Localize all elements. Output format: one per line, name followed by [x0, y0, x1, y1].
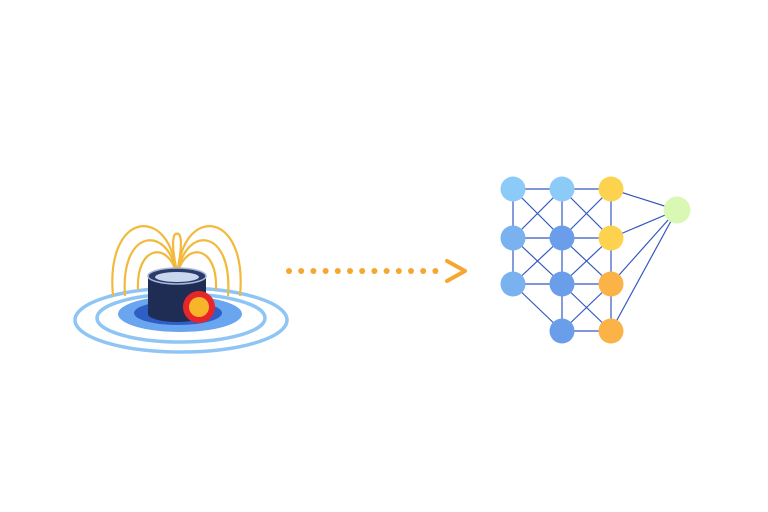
- arrow-dot: [420, 268, 427, 274]
- arrow-dot: [286, 268, 292, 274]
- arrow-dot: [408, 268, 414, 274]
- network-edges: [512, 188, 678, 332]
- output-node: [663, 196, 691, 224]
- network-node: [549, 225, 575, 251]
- arrow-dot: [334, 268, 341, 274]
- arrow-dot: [310, 268, 317, 274]
- network-node: [598, 176, 624, 202]
- network-edge: [610, 209, 678, 285]
- arrow-dot: [298, 268, 305, 274]
- arrow-dot: [347, 268, 353, 274]
- arrow-dot: [359, 268, 366, 274]
- dotted-arrow-icon: [286, 259, 467, 283]
- arrowhead: [445, 259, 467, 283]
- fountain-source-icon: [73, 225, 289, 354]
- network-node: [598, 225, 624, 251]
- network-node: [549, 271, 575, 297]
- neural-network-icon: [500, 176, 691, 344]
- network-node: [598, 318, 624, 344]
- indicator-core: [189, 297, 209, 317]
- network-node: [549, 176, 575, 202]
- arrow-dot: [383, 268, 390, 274]
- network-node: [549, 318, 575, 344]
- network-node: [500, 225, 526, 251]
- arrow-dot: [371, 268, 378, 274]
- network-edge: [610, 209, 678, 332]
- cylinder-water: [155, 272, 199, 282]
- network-node: [598, 271, 624, 297]
- fountain-arcs: [111, 225, 242, 297]
- arrow-dot: [395, 268, 402, 274]
- arrow-dot: [322, 268, 329, 274]
- network-node: [500, 176, 526, 202]
- arrow-dot: [432, 268, 439, 274]
- network-node: [500, 271, 526, 297]
